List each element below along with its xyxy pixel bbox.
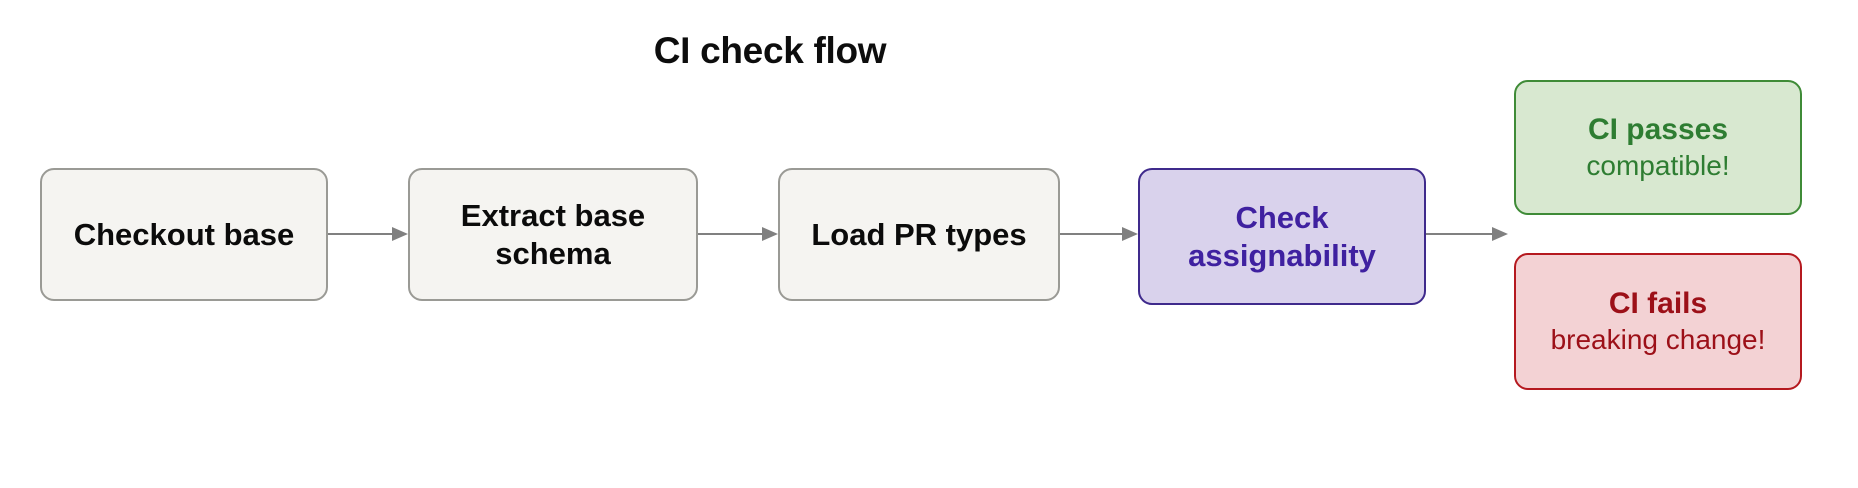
- flow-node-sublabel: breaking change!: [1550, 323, 1766, 355]
- flow-node-check-assignability[interactable]: Check assignability: [1138, 168, 1426, 305]
- flow-node-label: Load PR types: [811, 216, 1027, 252]
- flow-edge-load-pr-types-to-check-assignability: [1060, 222, 1140, 246]
- flow-node-label-line1: Extract base: [460, 197, 646, 233]
- flow-node-label: CI fails: [1608, 287, 1708, 321]
- flow-node-label: CI passes: [1587, 113, 1729, 147]
- flow-node-load-pr-types[interactable]: Load PR types: [778, 168, 1060, 301]
- flow-edge-check-assignability-to-outcomes: [1426, 222, 1510, 246]
- flow-node-sublabel: compatible!: [1586, 149, 1730, 181]
- flow-edge-extract-schema-to-load-pr-types: [698, 222, 780, 246]
- flow-node-checkout-base[interactable]: Checkout base: [40, 168, 328, 301]
- flow-node-label: Checkout base: [73, 216, 295, 252]
- flow-edge-checkout-base-to-extract-schema: [328, 222, 410, 246]
- page-title: CI check flow: [653, 30, 887, 71]
- flow-node-label-line2: assignability: [1188, 237, 1376, 273]
- flow-node-extract-base-schema[interactable]: Extract base schema: [408, 168, 698, 301]
- flow-node-label-line1: Check: [1235, 199, 1329, 235]
- flow-node-ci-fails[interactable]: CI fails breaking change!: [1514, 253, 1802, 390]
- flow-node-label-line2: schema: [495, 235, 611, 271]
- flow-node-ci-passes[interactable]: CI passes compatible!: [1514, 80, 1802, 215]
